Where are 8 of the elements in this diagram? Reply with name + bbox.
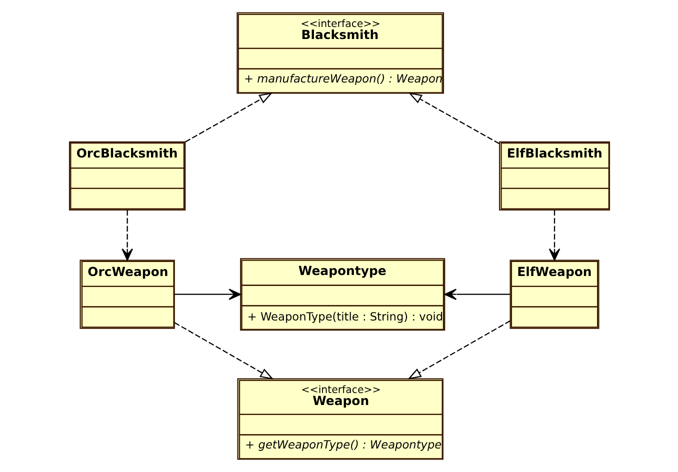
arrow	[444, 288, 510, 300]
arrow	[121, 210, 132, 261]
arrow	[184, 92, 272, 142]
arrow	[174, 322, 274, 380]
arrow	[407, 320, 510, 380]
arrow	[408, 92, 499, 144]
arrow	[548, 210, 560, 261]
arrow	[174, 288, 241, 300]
